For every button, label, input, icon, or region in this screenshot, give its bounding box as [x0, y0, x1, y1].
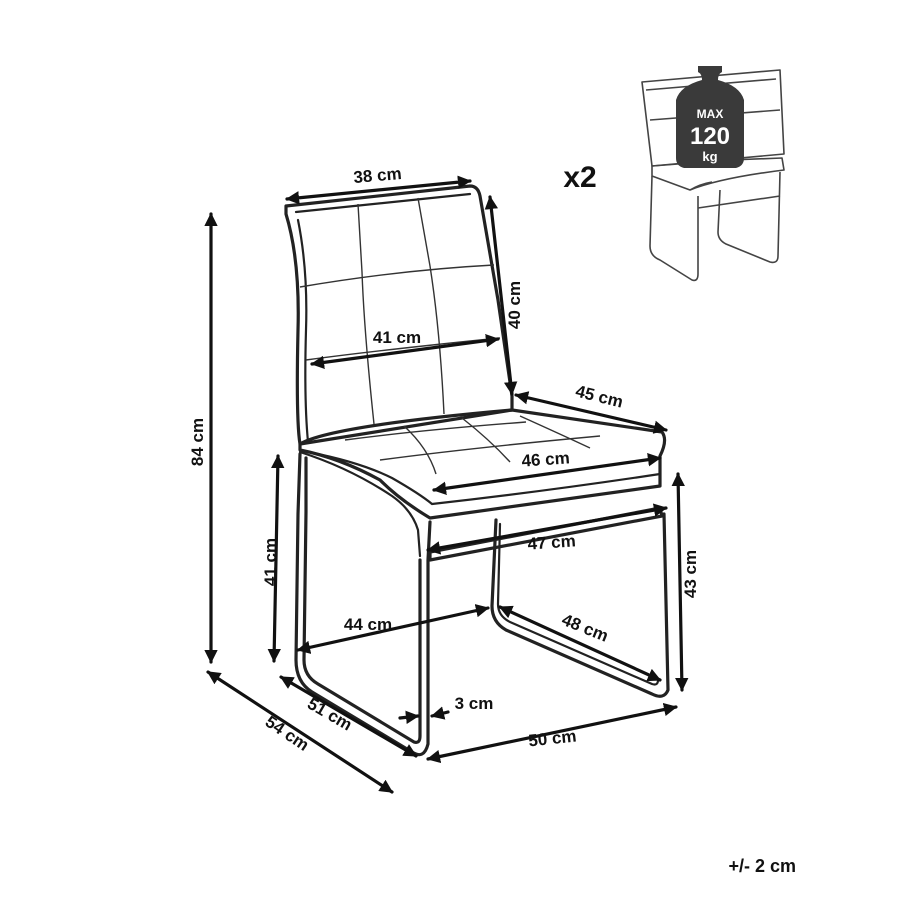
label-depth-total: 54 cm — [262, 712, 313, 755]
chair-drawing — [284, 184, 670, 757]
dim-line-base-width — [426, 503, 668, 555]
max-unit: kg — [702, 149, 717, 164]
tolerance-note: +/- 2 cm — [728, 856, 796, 876]
seat-cushion — [298, 408, 667, 520]
label-depth-inner: 51 cm — [304, 694, 355, 735]
dim-line-tube-left — [398, 710, 420, 725]
dim-line-back-lower-width — [310, 333, 500, 370]
label-base-width: 47 cm — [527, 531, 576, 553]
frame-near-rear-curve — [298, 450, 422, 558]
max-label: MAX — [697, 107, 724, 121]
mini-chair-icon — [641, 69, 785, 282]
label-total-height: 84 cm — [188, 418, 207, 466]
max-load-icon: MAX 120 kg — [641, 66, 785, 282]
dim-line-base-depth — [498, 605, 662, 682]
dim-line-seat-height — [671, 472, 689, 692]
backrest-seams — [299, 197, 501, 425]
dim-line-seat-front-height — [267, 454, 285, 663]
label-base-front-width: 50 cm — [527, 727, 577, 751]
label-seat-width: 46 cm — [521, 448, 570, 470]
label-back-width: 38 cm — [353, 164, 403, 187]
dimension-lines — [204, 175, 689, 794]
dim-line-seat-width — [432, 453, 662, 495]
dim-line-base-front-width — [426, 702, 678, 764]
max-value: 120 — [690, 123, 730, 150]
label-tube: 3 cm — [455, 694, 494, 713]
backrest-outline — [284, 184, 514, 446]
dim-line-tube-right — [430, 706, 450, 720]
weight-jug-icon — [676, 66, 744, 168]
dim-line-depth-total — [206, 670, 394, 794]
dim-line-back-height — [484, 195, 518, 396]
label-back-lower-width: 41 cm — [373, 328, 421, 347]
dimension-labels: 38 cm 40 cm 41 cm 45 cm 46 cm 84 cm 41 c… — [188, 164, 700, 755]
label-seat-front-height: 41 cm — [261, 538, 280, 586]
label-base-inner-width: 44 cm — [344, 615, 392, 634]
label-base-depth: 48 cm — [559, 610, 611, 646]
label-back-height: 40 cm — [505, 281, 524, 329]
frame-far-side — [490, 512, 670, 698]
label-seat-depth: 45 cm — [574, 382, 625, 412]
quantity-label: x2 — [563, 161, 596, 194]
label-seat-height: 43 cm — [681, 550, 700, 598]
dim-line-base-inner-width — [296, 604, 490, 654]
dim-line-seat-depth — [514, 391, 668, 434]
dim-line-back-width — [285, 175, 472, 205]
